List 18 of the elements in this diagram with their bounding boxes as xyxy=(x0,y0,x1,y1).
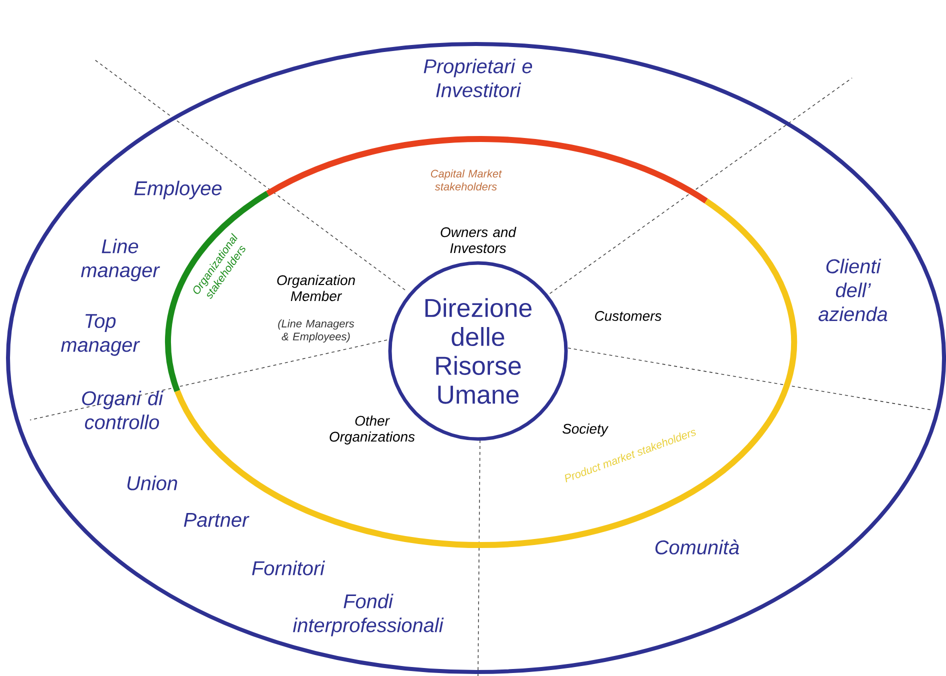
outer-label: Proprietari e Investitori xyxy=(424,58,532,98)
outer-label: Comunità xyxy=(655,540,740,554)
outer-label: Partner xyxy=(184,513,250,527)
outer-label: Line manager xyxy=(81,238,160,282)
outer-label: Union xyxy=(127,476,178,490)
sector-label: Organization Member xyxy=(277,274,355,302)
arc-label: Capital Market stakeholders xyxy=(430,170,502,190)
outer-label: Employee xyxy=(134,180,222,200)
sector-label: Customers xyxy=(595,311,662,321)
outer-label: Organi di controllo xyxy=(82,390,164,430)
sector-label: Other Organizations xyxy=(330,416,415,444)
outer-label: Clienti dell’ azienda xyxy=(818,258,888,322)
outer-label: Top manager xyxy=(61,314,140,356)
outer-label: Fornitori xyxy=(252,560,325,576)
sector-label: Society xyxy=(562,423,609,436)
outer-ellipse xyxy=(6,42,946,674)
outer-label: Fondi interprofessionali xyxy=(293,594,444,636)
sector-note: (Line Managers & Employees) xyxy=(278,319,354,343)
